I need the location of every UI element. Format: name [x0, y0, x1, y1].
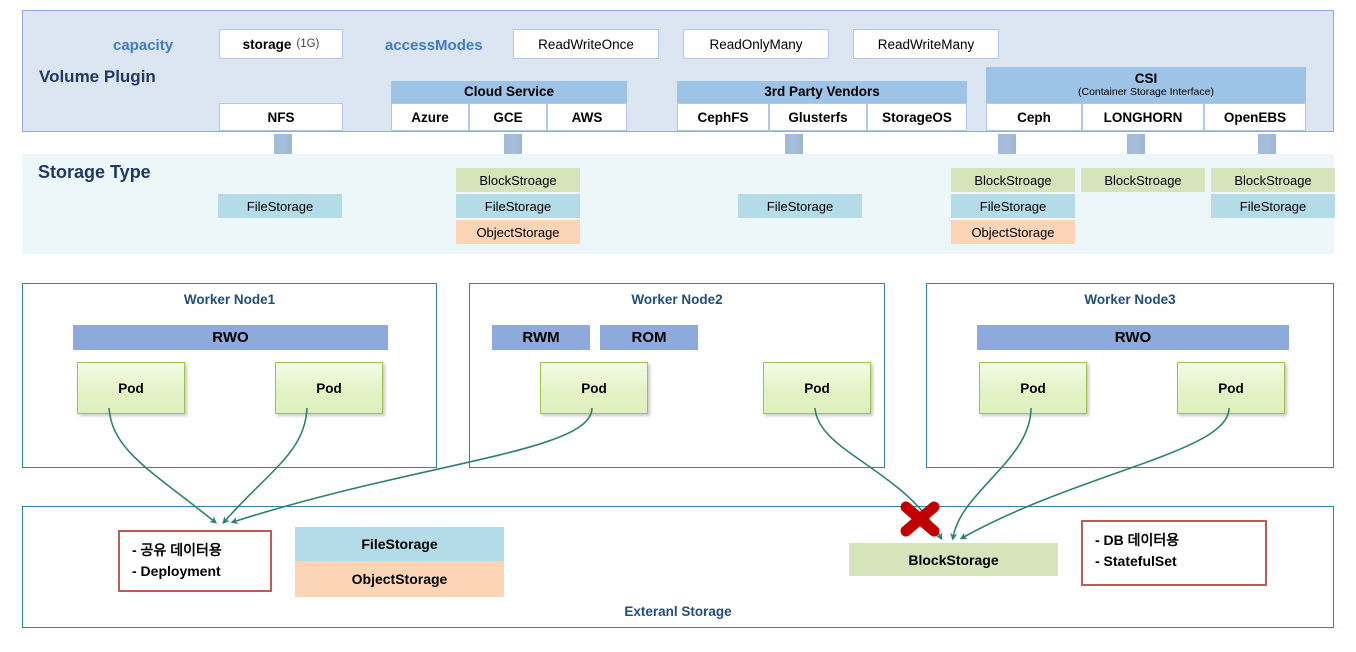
access-mode-bar-rwm-node2: RWM — [492, 325, 590, 350]
pod-node1-a: Pod — [77, 362, 185, 414]
capacity-storage-key: storage — [242, 36, 292, 52]
pod-node3-b: Pod — [1177, 362, 1285, 414]
plugin-item-ceph: Ceph — [986, 103, 1082, 131]
storage-chip-file-ceph: FileStorage — [951, 194, 1075, 218]
note-shared-line-1: - 공유 데이터용 — [132, 542, 222, 558]
external-storage-title: Exteranl Storage — [624, 604, 732, 619]
plugin-item-glusterfs: Glusterfs — [769, 103, 867, 131]
plugin-group-header-3rd-party-vendors: 3rd Party Vendors — [677, 81, 967, 103]
worker-node-2-title: Worker Node2 — [631, 292, 723, 307]
external-file-storage: FileStorage — [295, 527, 504, 561]
note-db-data: - DB 데이터용 - StatefulSet — [1081, 520, 1267, 586]
storage-chip-block-openebs: BlockStroage — [1211, 168, 1335, 192]
worker-node-3: Worker Node3 RWO Pod Pod — [926, 283, 1334, 468]
storage-chip-block-longhorn: BlockStroage — [1081, 168, 1205, 192]
volume-plugin-panel: Volume Plugin capacity storage (1G) acce… — [22, 10, 1334, 132]
plugin-item-nfs: NFS — [219, 103, 343, 131]
storage-type-panel: Storage Type FileStorage BlockStroage Fi… — [22, 154, 1335, 254]
plugin-item-azure: Azure — [391, 103, 469, 131]
plugin-item-storageos: StorageOS — [867, 103, 967, 131]
storage-chip-block-cloud: BlockStroage — [456, 168, 580, 192]
storage-chip-block-ceph: BlockStroage — [951, 168, 1075, 192]
access-modes-label: accessModes — [385, 37, 483, 54]
plugin-group-header-csi: CSI (Container Storage Interface) — [986, 67, 1306, 103]
plugin-group-subtitle: (Container Storage Interface) — [1078, 85, 1214, 98]
plugin-item-longhorn: LONGHORN — [1082, 103, 1204, 131]
storage-type-title: Storage Type — [38, 162, 151, 182]
access-mode-readwritemany: ReadWriteMany — [853, 29, 999, 59]
note-shared-data: - 공유 데이터용 - Deployment — [118, 530, 272, 592]
storage-chip-file-openebs: FileStorage — [1211, 194, 1335, 218]
access-mode-bar-rwo-node3: RWO — [977, 325, 1289, 350]
pod-node2-a: Pod — [540, 362, 648, 414]
note-db-line-2: - StatefulSet — [1095, 553, 1177, 569]
external-block-storage: BlockStorage — [849, 543, 1058, 576]
plugin-group-title: CSI — [1134, 71, 1158, 87]
plugin-group-title: Cloud Service — [463, 83, 555, 99]
storage-chip-file-cloud: FileStorage — [456, 194, 580, 218]
access-mode-readonlymany: ReadOnlyMany — [683, 29, 829, 59]
pod-node1-b: Pod — [275, 362, 383, 414]
access-mode-bar-rom-node2: ROM — [600, 325, 698, 350]
storage-chip-file-3rdparty: FileStorage — [738, 194, 862, 218]
capacity-value-box: storage (1G) — [219, 29, 343, 59]
plugin-item-aws: AWS — [547, 103, 627, 131]
storage-chip-file-nfs: FileStorage — [218, 194, 342, 218]
plugin-item-gce: GCE — [469, 103, 547, 131]
plugin-group-header-cloud-service: Cloud Service — [391, 81, 627, 103]
worker-node-3-title: Worker Node3 — [1084, 292, 1176, 307]
pod-node3-a: Pod — [979, 362, 1087, 414]
worker-node-2: Worker Node2 RWM ROM Pod Pod — [469, 283, 885, 468]
access-mode-readwriteonce: ReadWriteOnce — [513, 29, 659, 59]
plugin-item-cephfs: CephFS — [677, 103, 769, 131]
note-shared-line-2: - Deployment — [132, 563, 221, 579]
access-mode-bar-rwo-node1: RWO — [73, 325, 388, 350]
pod-node2-b: Pod — [763, 362, 871, 414]
capacity-label: capacity — [113, 37, 174, 54]
external-object-storage: ObjectStorage — [295, 561, 504, 597]
capacity-storage-size: (1G) — [296, 38, 320, 50]
volume-plugin-title: Volume Plugin — [39, 67, 156, 86]
storage-chip-object-cloud: ObjectStorage — [456, 220, 580, 244]
worker-node-1: Worker Node1 RWO Pod Pod — [22, 283, 437, 468]
note-db-line-1: - DB 데이터용 — [1095, 532, 1180, 548]
plugin-group-title: 3rd Party Vendors — [764, 83, 880, 99]
plugin-item-openebs: OpenEBS — [1204, 103, 1306, 131]
worker-node-1-title: Worker Node1 — [183, 292, 276, 307]
storage-chip-object-ceph: ObjectStorage — [951, 220, 1075, 244]
